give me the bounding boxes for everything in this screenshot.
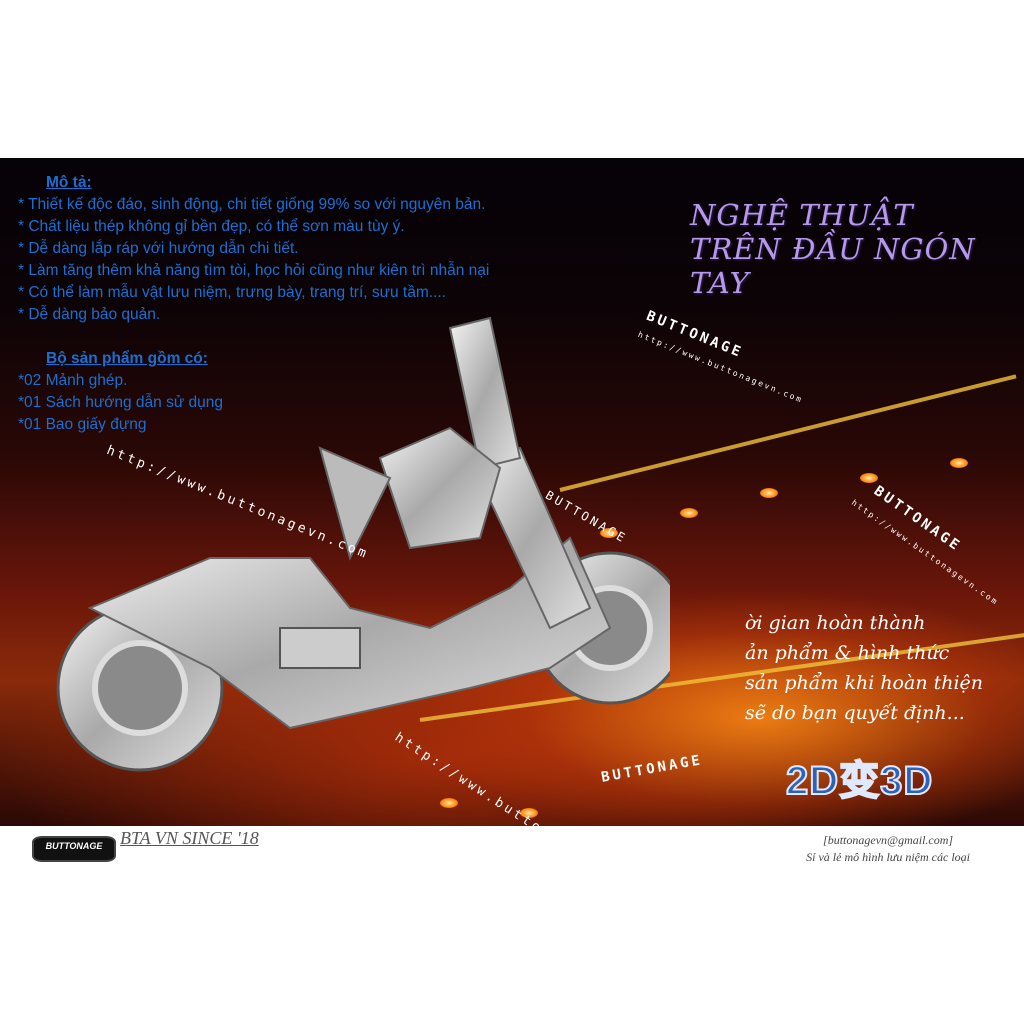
footer-email: [buttonagevn@gmail.com] xyxy=(823,833,954,847)
quote-line: sản phẩm khi hoàn thiện xyxy=(745,672,984,694)
handlebar xyxy=(448,316,522,470)
quote-line: sẽ do bạn quyết định... xyxy=(745,702,965,724)
description-item: * Có thể làm mẫu vật lưu niệm, trưng bày… xyxy=(18,284,446,301)
description-heading: Mô tả: xyxy=(46,174,92,191)
rear-hub xyxy=(92,640,188,736)
footer-tagline: BTA VN SINCE '18 xyxy=(120,828,259,848)
spike xyxy=(318,446,392,561)
kit-heading: Bộ sản phẩm gồm có: xyxy=(46,350,208,367)
product-banner: Mô tả: * Thiết kế độc đáo, sinh động, ch… xyxy=(0,158,1024,826)
kit-item: *02 Mảnh ghép. xyxy=(18,372,128,389)
quote-block: ời gian hoàn thành ản phẩm & hình thức s… xyxy=(745,608,985,728)
description-block: Mô tả: * Thiết kế độc đáo, sinh động, ch… xyxy=(18,172,489,436)
description-item: * Chất liệu thép không gỉ bền đẹp, có th… xyxy=(18,218,405,235)
footer-subtitle: Sỉ và lẻ mô hình lưu niệm các loại xyxy=(806,850,970,864)
description-item: * Làm tăng thêm khả năng tìm tòi, học hỏ… xyxy=(18,262,490,279)
description-item: * Dễ dàng bảo quản. xyxy=(18,306,161,323)
footer-contact: [buttonagevn@gmail.com] Sỉ và lẻ mô hình… xyxy=(806,832,970,866)
road-light xyxy=(680,508,698,518)
road-light xyxy=(600,528,618,538)
buttonage-logo: BUTTONAGE xyxy=(32,836,116,862)
quote-line: ản phẩm & hình thức xyxy=(745,642,950,664)
kit-item: *01 Sách hướng dẫn sử dụng xyxy=(18,394,224,411)
engine-grille xyxy=(279,627,361,669)
slogan-line: NGHỆ THUẬT xyxy=(690,198,914,232)
description-item: * Thiết kế độc đáo, sinh động, chi tiết … xyxy=(18,196,486,213)
road-light xyxy=(520,808,538,818)
quote-line: ời gian hoàn thành xyxy=(745,612,926,634)
road-light xyxy=(440,798,458,808)
road-light xyxy=(760,488,778,498)
slogan-line: TRÊN ĐẦU NGÓN xyxy=(690,232,976,266)
engine xyxy=(378,426,502,550)
slogan-line: TAY xyxy=(690,266,750,300)
road-light xyxy=(860,473,878,483)
slogan: NGHỆ THUẬT TRÊN ĐẦU NGÓN TAY xyxy=(690,198,976,300)
kit-item: *01 Bao giấy đựng xyxy=(18,416,147,433)
road-light xyxy=(950,458,968,468)
motorcycle-model-image xyxy=(56,316,670,772)
description-item: * Dễ dàng lắp ráp với hướng dẫn chi tiết… xyxy=(18,240,299,257)
2d-to-3d-badge: 2D变3D xyxy=(785,758,934,804)
